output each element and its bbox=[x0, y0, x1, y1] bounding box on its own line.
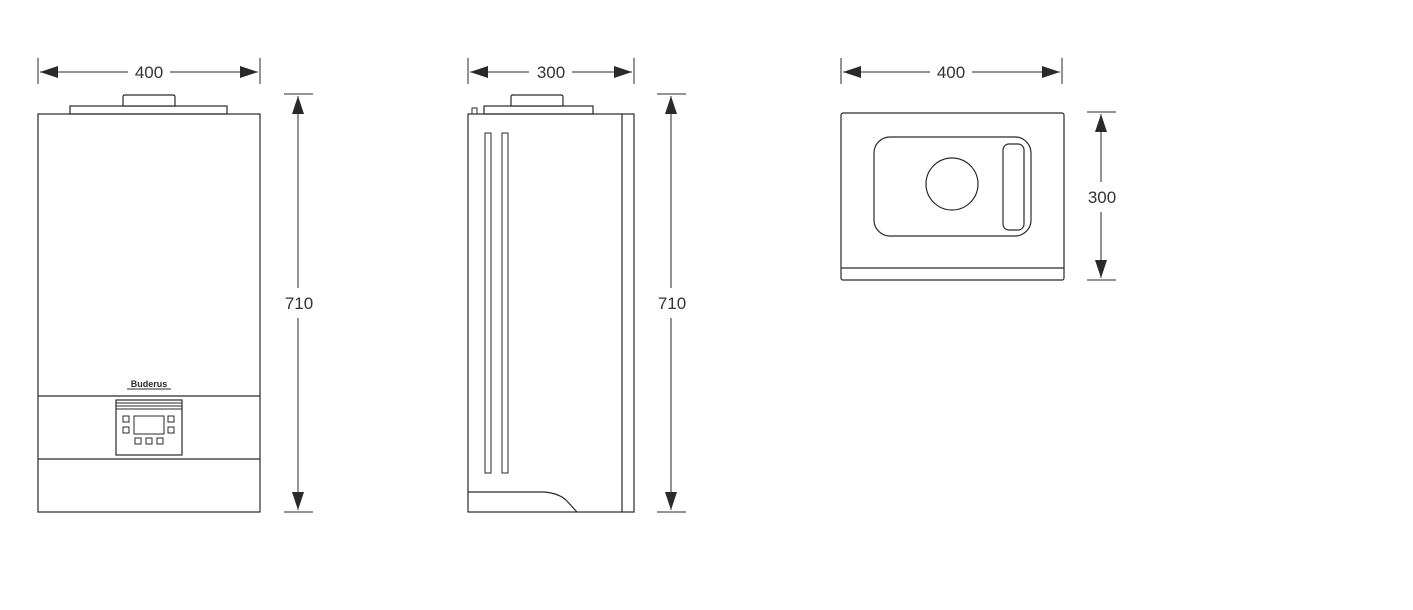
arrow-down-icon bbox=[1095, 260, 1107, 278]
top-width-label: 400 bbox=[937, 63, 965, 82]
side-flue-outlet bbox=[510, 94, 564, 107]
arrow-up-icon bbox=[292, 96, 304, 114]
arrow-down-icon bbox=[665, 492, 677, 510]
side-bottom-curve bbox=[468, 491, 578, 513]
panel-button-icon bbox=[122, 426, 130, 434]
panel-button-icon bbox=[156, 437, 164, 445]
top-width-dimension: 400 bbox=[840, 58, 1063, 84]
side-casing bbox=[467, 113, 635, 513]
top-casing bbox=[840, 112, 1065, 281]
top-view: 400 300 bbox=[840, 58, 1116, 281]
panel-button-icon bbox=[167, 426, 175, 434]
front-height-dimension: 710 bbox=[284, 93, 313, 513]
display-screen bbox=[133, 415, 165, 435]
top-depth-dimension: 300 bbox=[1087, 111, 1116, 281]
control-panel bbox=[115, 399, 183, 456]
front-flue-plate bbox=[69, 105, 228, 115]
top-air-intake bbox=[1002, 143, 1025, 231]
top-recess bbox=[873, 136, 1032, 237]
arrow-left-icon bbox=[40, 66, 58, 78]
side-connector bbox=[471, 107, 478, 115]
front-height-label: 710 bbox=[285, 294, 313, 313]
front-width-label: 400 bbox=[135, 63, 163, 82]
side-vent-slot bbox=[501, 132, 509, 474]
front-brand-logo: Buderus bbox=[131, 379, 168, 389]
arrow-right-icon bbox=[1042, 66, 1060, 78]
front-width-dimension: 400 bbox=[37, 58, 261, 84]
panel-button-icon bbox=[145, 437, 153, 445]
arrow-up-icon bbox=[665, 96, 677, 114]
side-vent-slot bbox=[484, 132, 492, 474]
side-width-dimension: 300 bbox=[467, 58, 635, 84]
arrow-left-icon bbox=[843, 66, 861, 78]
side-flue-plate bbox=[483, 105, 594, 115]
side-height-dimension: 710 bbox=[657, 93, 686, 513]
flue-circle-icon bbox=[925, 157, 979, 211]
side-view: 300 710 bbox=[467, 58, 686, 513]
front-flue-outlet bbox=[122, 94, 176, 107]
panel-button-icon bbox=[122, 415, 130, 423]
arrow-right-icon bbox=[614, 66, 632, 78]
side-width-label: 300 bbox=[537, 63, 565, 82]
front-casing bbox=[37, 113, 261, 513]
front-view: 400 Buderus bbox=[37, 58, 313, 513]
arrow-right-icon bbox=[240, 66, 258, 78]
arrow-up-icon bbox=[1095, 114, 1107, 132]
side-height-label: 710 bbox=[658, 294, 686, 313]
arrow-down-icon bbox=[292, 492, 304, 510]
panel-button-icon bbox=[167, 415, 175, 423]
top-depth-label: 300 bbox=[1088, 188, 1116, 207]
arrow-left-icon bbox=[470, 66, 488, 78]
panel-button-icon bbox=[134, 437, 142, 445]
